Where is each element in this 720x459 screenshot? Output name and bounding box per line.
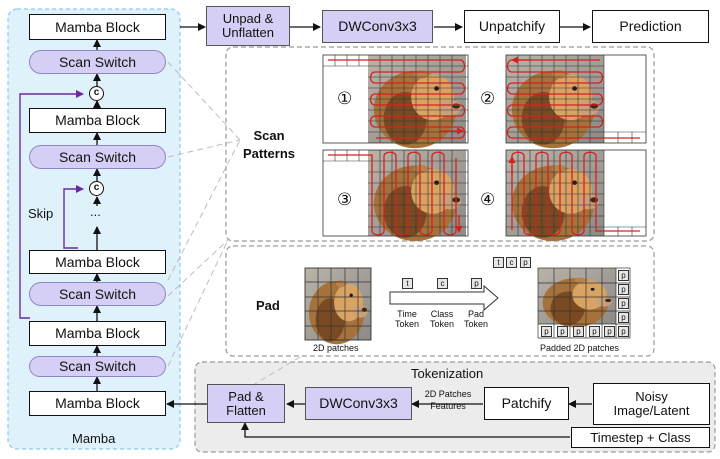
pad-title: Pad bbox=[256, 298, 280, 313]
ellipsis-label: ... bbox=[90, 204, 101, 219]
scan-switch-2: Scan Switch bbox=[29, 356, 166, 377]
skip-label: Skip bbox=[28, 206, 54, 221]
pad-flatten-block: Pad & Flatten bbox=[207, 384, 285, 423]
padded-patches-caption: Padded 2D patches bbox=[540, 343, 620, 353]
scan-pattern-1-image bbox=[322, 54, 469, 149]
mamba-block-3: Mamba Block bbox=[29, 250, 166, 274]
scan-pattern-2-image bbox=[505, 54, 647, 149]
pad-token-bottom: p bbox=[589, 326, 600, 337]
top-dwconv-block: DWConv3x3 bbox=[322, 10, 433, 43]
scan-switch-5: Scan Switch bbox=[29, 50, 166, 74]
class-token-symbol: c bbox=[437, 278, 448, 289]
scan-pattern-4-image bbox=[505, 149, 647, 242]
timestep-class-block: Timestep + Class bbox=[571, 427, 710, 448]
scan-switch-4: Scan Switch bbox=[29, 145, 166, 169]
scan-number-1: ① bbox=[337, 89, 353, 108]
pad-token-bottom: p bbox=[618, 326, 629, 337]
concat-node-1: c bbox=[89, 86, 104, 101]
mamba-block-5: Mamba Block bbox=[29, 14, 166, 40]
patches-2d-caption: 2D patches bbox=[313, 343, 359, 353]
pad-token-label: Pad Token bbox=[463, 309, 489, 329]
padded-class-token: c bbox=[506, 257, 517, 268]
padded-pad-token: p bbox=[520, 257, 531, 268]
mamba-panel bbox=[7, 8, 181, 450]
pad-token-right: p bbox=[618, 312, 629, 323]
scan-switch-3: Scan Switch bbox=[29, 282, 166, 306]
mamba-caption: Mamba bbox=[72, 431, 116, 446]
padded-patches-image bbox=[537, 267, 631, 339]
patches-2d-image bbox=[304, 267, 372, 345]
mamba-block-4: Mamba Block bbox=[29, 108, 166, 133]
time-token-symbol: t bbox=[402, 278, 413, 289]
padded-time-token: t bbox=[493, 257, 504, 268]
pad-token-right: p bbox=[618, 270, 629, 281]
pad-token-symbol: p bbox=[471, 278, 482, 289]
scan-number-3: ③ bbox=[337, 190, 353, 209]
time-token-label: Time Token bbox=[394, 309, 420, 329]
scan-number-2: ② bbox=[480, 89, 496, 108]
unpad-unflatten-block: Unpad & Unflatten bbox=[206, 6, 290, 46]
concat-node-2: c bbox=[89, 181, 104, 196]
pad-token-bottom: p bbox=[541, 326, 552, 337]
mamba-block-1: Mamba Block bbox=[29, 391, 166, 416]
patch-features-label: 2D Patches Features bbox=[424, 389, 472, 412]
scan-number-4: ④ bbox=[480, 190, 496, 209]
patchify-block: Patchify bbox=[484, 387, 569, 420]
pad-token-bottom: p bbox=[573, 326, 584, 337]
token-dwconv-block: DWConv3x3 bbox=[305, 387, 412, 420]
scan-patterns-title: Scan Patterns bbox=[242, 128, 296, 161]
scan-pattern-3-image bbox=[322, 149, 469, 242]
tokenization-title: Tokenization bbox=[411, 366, 484, 381]
pad-token-right: p bbox=[618, 298, 629, 309]
noisy-input-block: Noisy Image/Latent bbox=[593, 383, 710, 425]
pad-token-right: p bbox=[618, 284, 629, 295]
pad-token-bottom: p bbox=[557, 326, 568, 337]
pad-token-bottom: p bbox=[604, 326, 615, 337]
pad-transform-arrow bbox=[389, 284, 499, 312]
prediction-block: Prediction bbox=[592, 10, 709, 43]
unpatchify-block: Unpatchify bbox=[464, 10, 560, 43]
mamba-block-2: Mamba Block bbox=[29, 321, 166, 346]
class-token-label: Class Token bbox=[429, 309, 455, 329]
